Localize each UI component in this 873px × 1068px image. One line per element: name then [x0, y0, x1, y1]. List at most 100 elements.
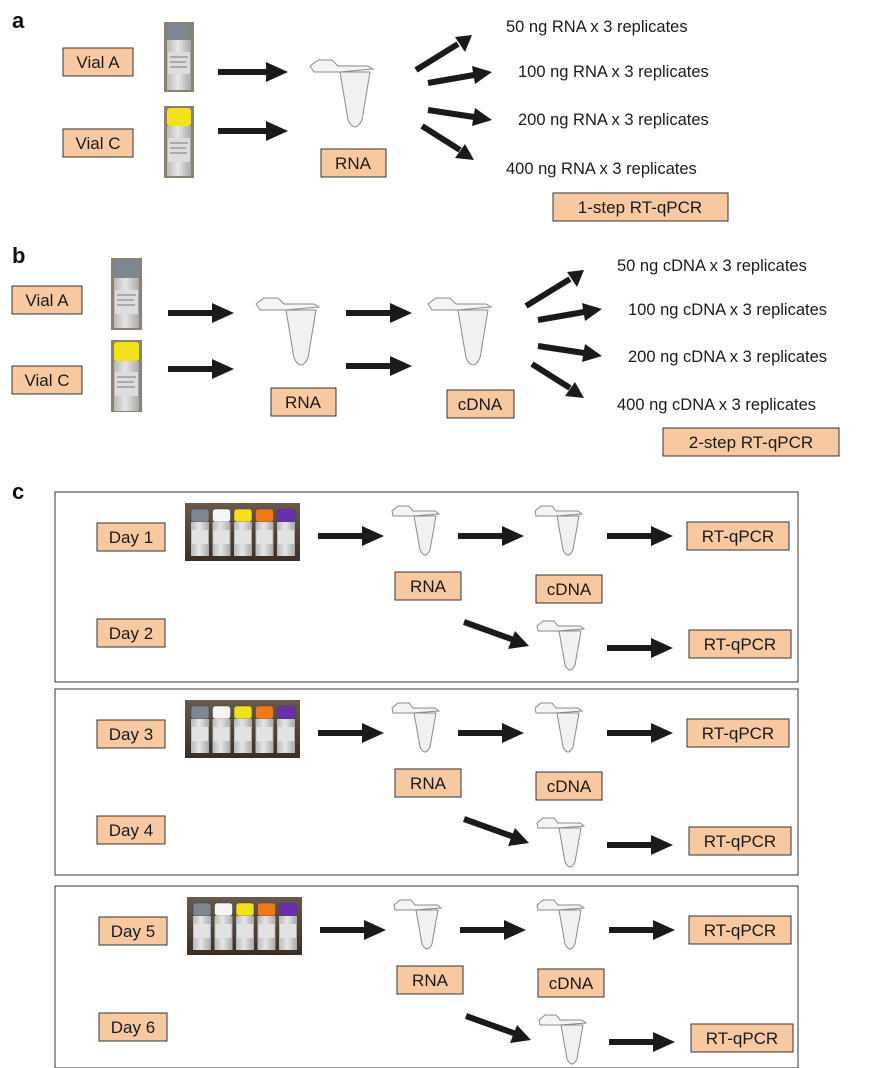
arrow-cdna-to-qpcr-c1-lower	[607, 638, 673, 658]
day-label-3-text: Day 3	[109, 725, 153, 744]
day-block-2: Day 3 RT-qPCR RNA cDNA Day 4 RT-qPCR	[54, 688, 799, 876]
cdna-tube-icon-c3-lower	[538, 1014, 588, 1065]
arrow-to-200ng-cdna	[537, 343, 602, 362]
rna-label-c1-text: RNA	[410, 577, 447, 596]
cdna-tube-icon-c1-lower	[536, 620, 586, 671]
arrow-diagonal-c2	[462, 816, 529, 846]
arrow-diagonal-c1	[462, 619, 529, 649]
rt-qpcr-bottom-2: RT-qPCR	[688, 826, 792, 856]
arrow-cdna-to-qpcr-c2-lower	[607, 835, 673, 855]
vial-c-label-text: Vial C	[75, 134, 120, 153]
day-label-6: Day 6	[98, 1012, 168, 1042]
day-label-6-text: Day 6	[111, 1018, 155, 1037]
arrow-to-400ng	[420, 123, 474, 160]
vial-a-label-text: Vial A	[76, 53, 120, 72]
cdna-label-c3-text: cDNA	[549, 974, 594, 993]
replicate-b-1: 50 ng cDNA x 3 replicates	[617, 257, 807, 275]
method-1-step-text: 1-step RT-qPCR	[578, 198, 702, 217]
vial-c-photo-b	[111, 340, 142, 412]
vial-a-photo	[164, 22, 194, 92]
panel-a: a Vial A Vial C	[12, 8, 729, 222]
arrow-rna-to-cdna-c3	[460, 920, 526, 940]
method-2-step: 2-step RT-qPCR	[662, 427, 840, 457]
rna-label-b-text: RNA	[285, 393, 322, 412]
vial-c-label-b: Vial C	[11, 365, 83, 395]
rna-label-c3: RNA	[396, 965, 464, 995]
rna-label: RNA	[320, 148, 387, 178]
rna-label-c3-text: RNA	[412, 971, 449, 990]
replicate-b-2: 100 ng cDNA x 3 replicates	[628, 301, 827, 319]
rna-tube-icon-c3	[393, 899, 443, 950]
vial-a-label-b-text: Vial A	[25, 291, 69, 310]
rt-qpcr-bottom-3-text: RT-qPCR	[706, 1029, 778, 1048]
vials-photo-3	[187, 897, 302, 955]
day-label-3: Day 3	[96, 719, 166, 749]
arrow-vial-a-b-to-rna	[168, 303, 234, 323]
day-label-2: Day 2	[96, 618, 166, 648]
cdna-label-c2-text: cDNA	[547, 777, 592, 796]
vials-photo-2	[185, 700, 300, 758]
replicate-a-3: 200 ng RNA x 3 replicates	[518, 111, 709, 129]
day-label-5: Day 5	[98, 916, 168, 946]
rt-qpcr-bottom-1: RT-qPCR	[688, 629, 792, 659]
cdna-tube-icon-c2-lower	[536, 817, 586, 868]
vial-a-label: Vial A	[62, 47, 134, 77]
rt-qpcr-top-1: RT-qPCR	[686, 521, 790, 551]
vial-c-photo	[164, 106, 194, 178]
panel-a-letter: a	[12, 8, 25, 33]
arrow-vial-a-to-rna	[218, 62, 288, 82]
arrow-to-100ng	[427, 66, 492, 86]
cdna-label-c2: cDNA	[535, 771, 603, 801]
day-label-4: Day 4	[96, 815, 166, 845]
rna-label-b: RNA	[270, 387, 337, 417]
panel-b-letter: b	[12, 243, 25, 268]
vial-c-label: Vial C	[62, 128, 134, 158]
rt-qpcr-top-3: RT-qPCR	[688, 915, 792, 945]
day-block-3: Day 5 RT-qPCR RNA cDNA Day 6 RT-qPCR	[54, 885, 799, 1068]
day-label-4-text: Day 4	[109, 821, 153, 840]
rt-qpcr-bottom-2-text: RT-qPCR	[704, 832, 776, 851]
rt-qpcr-top-2-text: RT-qPCR	[702, 724, 774, 743]
replicate-b-3: 200 ng cDNA x 3 replicates	[628, 348, 827, 366]
rna-label-c1: RNA	[394, 571, 462, 601]
cdna-label-b: cDNA	[446, 389, 515, 419]
day-label-1-text: Day 1	[109, 528, 153, 547]
cdna-label-c1: cDNA	[535, 574, 603, 604]
arrow-vials-to-rna-2	[318, 723, 384, 743]
arrow-cdna-to-qpcr-c3	[609, 920, 675, 940]
arrow-rna-to-cdna-c2	[458, 723, 524, 743]
day-block-1: Day 1 RT-qPCR RNA cDNA Day 2 RT-qPCR	[54, 491, 799, 683]
replicate-a-1: 50 ng RNA x 3 replicates	[506, 18, 688, 36]
rt-qpcr-top-2: RT-qPCR	[686, 718, 790, 748]
arrow-rna-to-cdna-c1	[458, 526, 524, 546]
arrow-vials-to-rna-1	[318, 526, 384, 546]
arrow-to-50ng	[414, 35, 472, 73]
cdna-label-c1-text: cDNA	[547, 580, 592, 599]
arrow-diagonal-c3	[464, 1013, 531, 1043]
cdna-tube-icon-c3	[536, 899, 586, 950]
cdna-tube-icon-c2	[534, 702, 584, 753]
rna-label-c2-text: RNA	[410, 774, 447, 793]
cdna-tube-icon-c1	[534, 505, 584, 556]
rna-tube-icon	[309, 59, 375, 128]
arrow-cdna-to-qpcr-c3-lower	[609, 1032, 675, 1052]
arrow-vial-c-b-to-rna	[168, 359, 234, 379]
cdna-tube-icon-b	[427, 297, 493, 366]
replicate-a-4: 400 ng RNA x 3 replicates	[506, 160, 697, 178]
panel-b: b Vial A Vial C	[11, 243, 840, 457]
arrow-cdna-to-qpcr-c2	[607, 723, 673, 743]
rt-qpcr-bottom-3: RT-qPCR	[690, 1023, 794, 1053]
rt-qpcr-top-3-text: RT-qPCR	[704, 921, 776, 940]
rna-label-c2: RNA	[394, 768, 462, 798]
vial-a-label-b: Vial A	[11, 285, 83, 315]
day-label-1: Day 1	[96, 522, 166, 552]
panel-c-blocks: Day 1 RT-qPCR RNA cDNA Day 2 RT-qPCR Day 3 RT-q…	[54, 491, 799, 1068]
rna-tube-icon-c1	[391, 505, 441, 556]
cdna-label-b-text: cDNA	[458, 395, 503, 414]
arrow-vial-c-to-rna	[218, 121, 288, 141]
arrow-to-200ng	[427, 107, 492, 126]
arrow-to-100ng-cdna	[537, 303, 602, 323]
arrow-to-400ng-cdna	[530, 361, 584, 398]
